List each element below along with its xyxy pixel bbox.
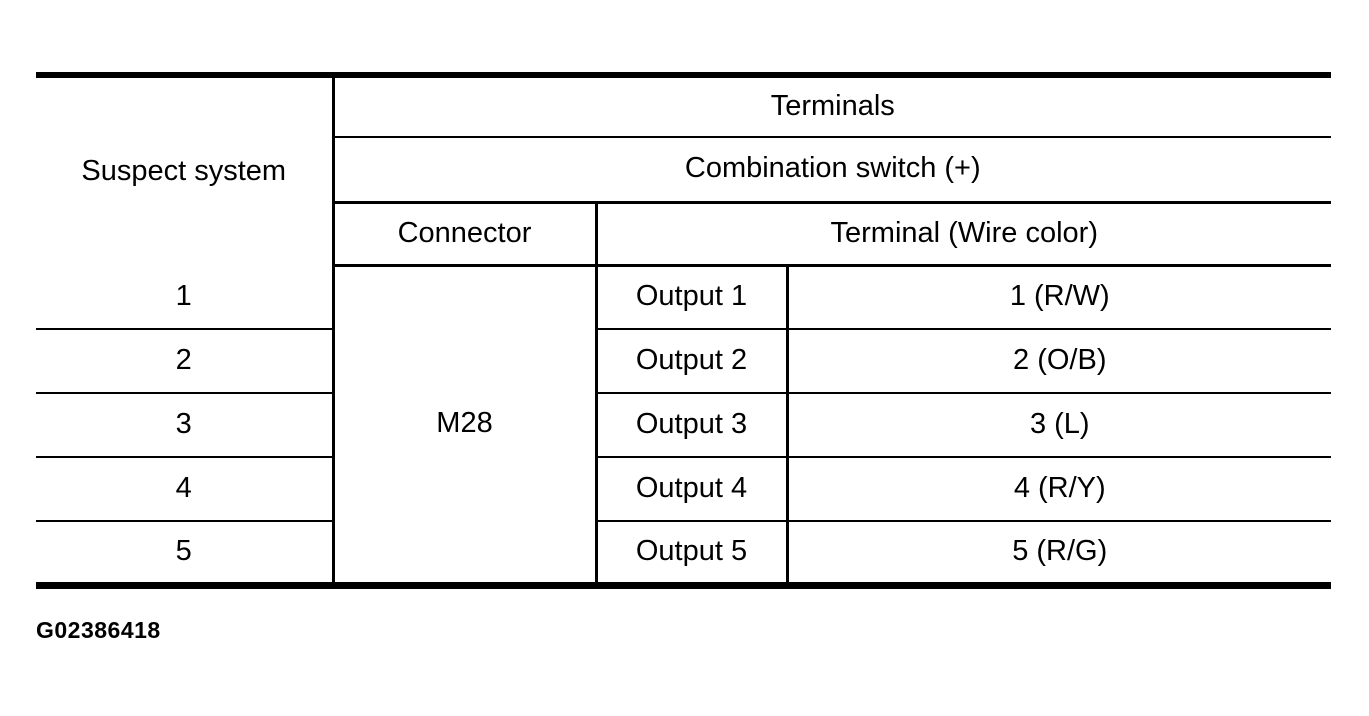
header-terminal-wire-color: Terminal (Wire color) — [596, 202, 1332, 267]
header-terminals: Terminals — [333, 75, 1332, 138]
output-label-1: Output 1 — [596, 265, 789, 330]
output-label-4: Output 4 — [596, 457, 789, 522]
suspect-system-value-2: 2 — [36, 329, 335, 394]
suspect-system-value-4: 4 — [36, 457, 335, 522]
suspect-system-value-5: 5 — [36, 521, 335, 585]
terminal-wire-value-3: 3 (L) — [787, 393, 1332, 458]
terminal-wire-value-2: 2 (O/B) — [787, 329, 1332, 394]
diagnostic-table: Suspect system Terminals Combination swi… — [36, 72, 1332, 589]
suspect-system-value-1: 1 — [36, 265, 335, 330]
diagnostic-table-wrap: Suspect system Terminals Combination swi… — [36, 72, 1332, 589]
output-label-5: Output 5 — [596, 521, 789, 585]
connector-value: M28 — [333, 265, 598, 585]
figure-id: G02386418 — [36, 617, 161, 643]
header-connector: Connector — [333, 202, 598, 267]
suspect-system-value-3: 3 — [36, 393, 335, 458]
terminal-wire-value-1: 1 (R/W) — [787, 265, 1332, 330]
terminal-wire-value-4: 4 (R/Y) — [787, 457, 1332, 522]
terminal-wire-value-5: 5 (R/G) — [787, 521, 1332, 585]
header-suspect-system: Suspect system — [36, 75, 335, 265]
output-label-3: Output 3 — [596, 393, 789, 458]
output-label-2: Output 2 — [596, 329, 789, 394]
header-combination-switch: Combination switch (+) — [333, 137, 1332, 204]
